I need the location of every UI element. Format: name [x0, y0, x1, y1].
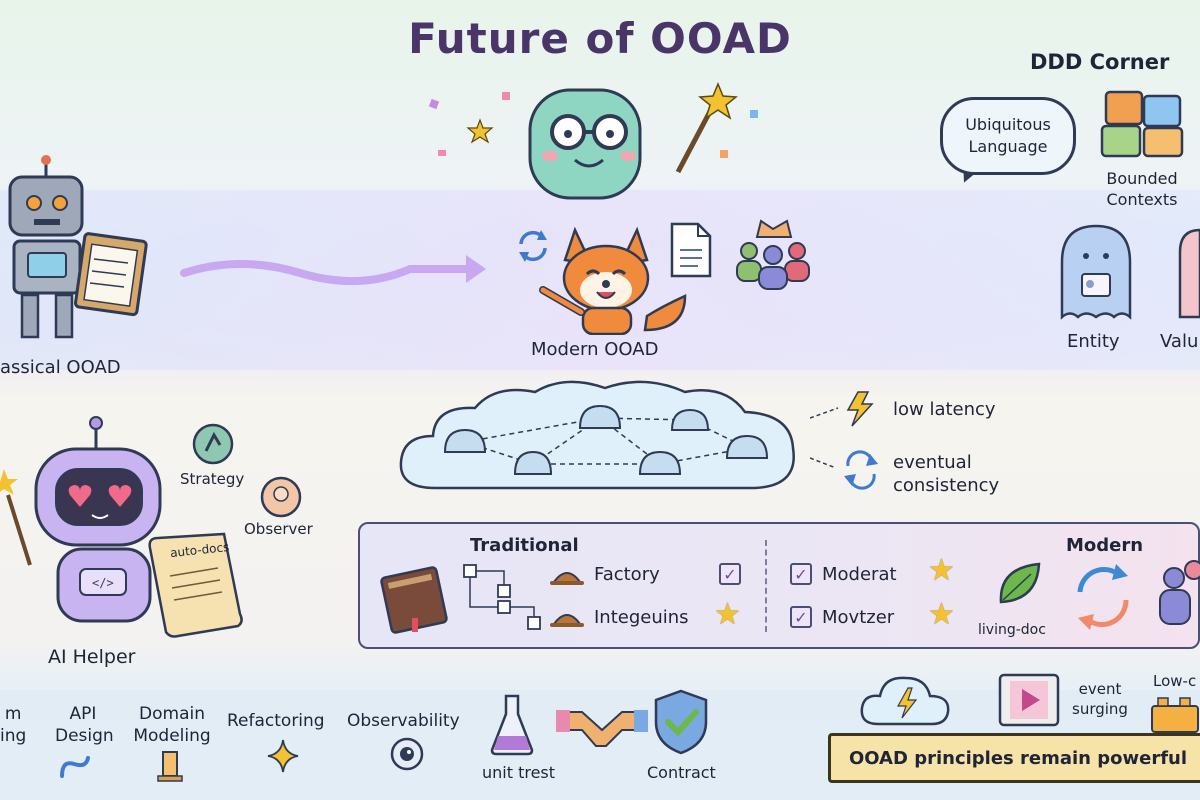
banner-text: OOAD principles remain powerful	[848, 747, 1188, 769]
entity-ghost-icon	[1052, 222, 1200, 322]
domain-modeling-label: Domain Modeling	[127, 703, 217, 747]
team-icon	[735, 215, 813, 291]
bounded-line1: Bounded	[1106, 169, 1178, 188]
hat-icon-2	[550, 606, 584, 628]
traditional-heading: Traditional	[470, 535, 579, 556]
m-line1: m	[4, 704, 22, 724]
m-ing-label: m ing	[0, 703, 26, 747]
factory-check: ✓	[719, 563, 741, 585]
unit-test-label: unit trest	[482, 763, 556, 782]
pillar-icon	[155, 750, 185, 782]
handshake-icon-2	[556, 700, 648, 750]
consistency-line: consistency	[893, 475, 1000, 496]
movtzer-label: Movtzer	[822, 607, 895, 628]
bounded-line2: Contexts	[1106, 190, 1178, 209]
strategy-icon	[192, 423, 234, 465]
robot-icon	[0, 155, 160, 350]
language-label: Language	[968, 137, 1048, 156]
shield-check-icon	[652, 688, 710, 756]
refresh-icon	[515, 228, 551, 264]
factory-label: Factory	[594, 564, 660, 585]
moderat-check: ✓	[790, 563, 812, 585]
movtzer-check: ✓	[790, 606, 812, 628]
puzzle-icon	[1100, 90, 1186, 160]
observer-icon	[260, 476, 302, 518]
contract-label: Contract	[647, 763, 716, 782]
document-icon	[668, 222, 714, 278]
film-icon	[998, 673, 1060, 727]
book-icon	[380, 562, 460, 634]
cycle-icon	[1068, 562, 1138, 632]
hat-icon	[550, 564, 584, 586]
ai-helper-label: AI Helper	[48, 646, 136, 668]
workflow-diagram-icon	[462, 563, 542, 633]
leaf-icon	[995, 560, 1043, 608]
team-icon-2	[1150, 556, 1200, 636]
low-latency-label: low latency	[893, 399, 996, 420]
api-line1: API	[69, 704, 97, 724]
integ-label: Integeuins	[594, 607, 689, 628]
blocks-icon	[1150, 694, 1200, 734]
value-object-label: Valu	[1160, 331, 1199, 352]
mascot-illustration	[420, 80, 780, 200]
ubiquitous-label: Ubiquitous	[965, 115, 1051, 134]
sync-icon	[810, 448, 886, 492]
classical-ooad-label: assical OOAD	[0, 357, 121, 378]
magic-wand-icon	[428, 82, 758, 200]
modern-ooad-label: Modern OOAD	[531, 339, 659, 360]
refactoring-label: Refactoring	[227, 711, 325, 731]
microservice-cloud	[395, 378, 805, 503]
api-line2: Design	[55, 726, 114, 746]
handshake-icon	[755, 219, 793, 238]
modern-heading: Modern	[1066, 535, 1144, 556]
api-design-label: API Design	[55, 703, 114, 747]
api-icon	[58, 754, 94, 782]
strategy-label: Strategy	[180, 470, 245, 488]
cloud-icon	[858, 672, 952, 728]
low-code-label: Low-c	[1153, 672, 1197, 690]
sparkle-icon	[266, 738, 300, 774]
svg-text:</>: </>	[92, 576, 114, 590]
scroll-icon	[148, 530, 248, 640]
fox-icon	[535, 220, 695, 335]
event-surging-label: event surging	[1064, 679, 1136, 719]
star-icon-3: ★	[928, 597, 955, 632]
entity-label: Entity	[1067, 331, 1120, 352]
ddd-corner-heading: DDD Corner	[1030, 50, 1170, 74]
bounded-contexts-label: Bounded Contexts	[1092, 168, 1192, 210]
lightning-icon	[810, 388, 880, 428]
evolution-arrow	[180, 245, 490, 295]
eventual-consistency-label: eventual consistency	[893, 451, 999, 497]
page-title: Future of OOAD	[408, 14, 792, 63]
event-line2: surging	[1072, 700, 1128, 718]
observability-label: Observability	[347, 711, 460, 731]
m-line2: ing	[0, 726, 27, 746]
domain-line2: Modeling	[133, 726, 211, 746]
ai-helper-robot-icon: </>	[0, 415, 250, 645]
moderat-label: Moderat	[822, 564, 897, 585]
panel-divider	[765, 540, 767, 632]
summary-banner: OOAD principles remain powerful	[828, 733, 1200, 783]
living-doc-label: living-doc	[978, 622, 1046, 638]
event-line1: event	[1078, 680, 1122, 698]
observer-label: Observer	[244, 520, 313, 538]
star-icon-2: ★	[928, 553, 955, 588]
domain-line1: Domain	[139, 704, 205, 724]
star-icon: ★	[714, 597, 741, 632]
eye-icon	[385, 736, 429, 772]
flask-icon	[490, 692, 534, 756]
eventual-line: eventual	[893, 452, 972, 473]
